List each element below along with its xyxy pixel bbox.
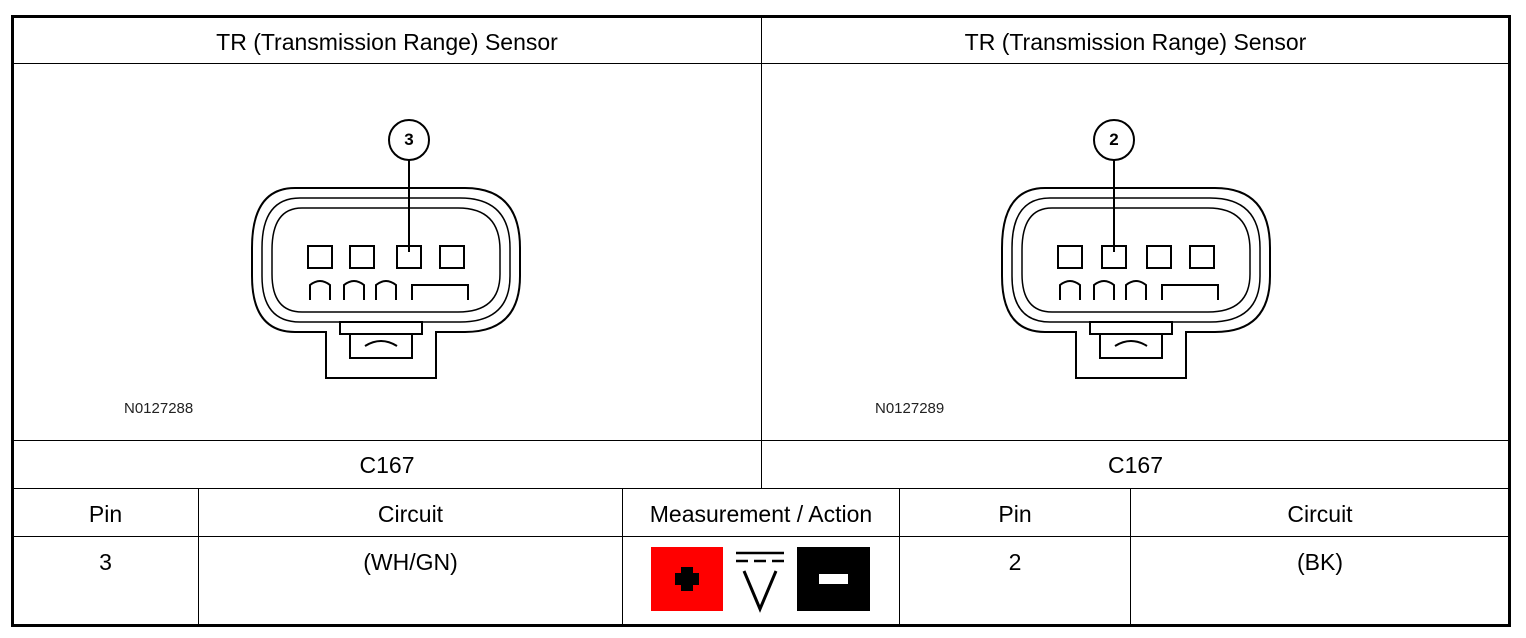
figure-code: N0127288 [124,400,194,417]
connector-diagram-right [1001,119,1271,379]
connector-diagram-left [251,119,521,379]
divider [622,488,623,625]
divider [198,488,199,625]
connector-table [11,15,1511,627]
header-pin: Pin [998,501,1032,527]
header-circuit: Circuit [377,501,444,527]
left-connector-id: C167 [359,452,415,478]
right-connector-id: C167 [1108,452,1163,478]
callout-label: 2 [1109,130,1119,149]
callout-label: 3 [404,130,414,149]
divider [13,536,1509,537]
minus-probe-icon [797,547,870,611]
dc-voltmeter-icon [736,551,784,613]
pin-value: 2 [1008,549,1022,575]
circuit-value: (BK) [1297,549,1343,575]
figure-code: N0127289 [875,400,945,417]
divider [899,488,900,625]
pin-value: 3 [99,549,112,575]
divider [1130,488,1131,625]
circuit-value: (WH/GN) [363,549,458,575]
left-title: TR (Transmission Range) Sensor [216,29,558,55]
header-measurement: Measurement / Action [649,501,873,527]
header-pin: Pin [88,501,123,527]
header-circuit: Circuit [1287,501,1353,527]
divider [761,17,762,489]
right-title: TR (Transmission Range) Sensor [964,29,1307,55]
plus-probe-icon [651,547,723,611]
